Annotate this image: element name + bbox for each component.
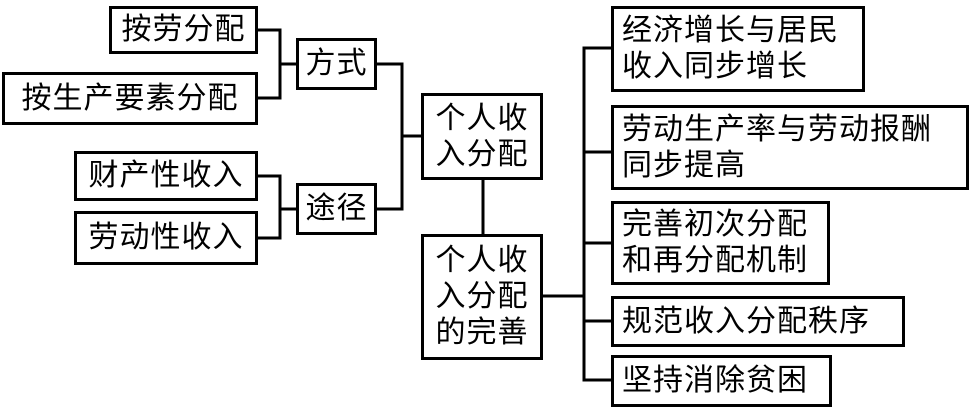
node-property-income: 财产性收入 [74, 151, 258, 201]
node-personal-income-distribution: 个人收 入分配 [421, 93, 543, 180]
node-label: 财产性收入 [88, 158, 244, 193]
node-label: 坚持消除贫困 [622, 363, 808, 398]
node-path: 途径 [296, 183, 377, 235]
node-label-line: 经济增长与居民 [622, 13, 839, 48]
node-distribution-improvement: 个人收 入分配 的完善 [421, 234, 543, 360]
node-label-line: 收入同步增长 [622, 49, 808, 84]
node-eliminate-poverty: 坚持消除贫困 [611, 355, 832, 407]
node-growth-sync: 经济增长与居民 收入同步增长 [611, 6, 865, 92]
node-label-line: 劳动生产率与劳动报酬 [622, 111, 932, 147]
node-label-line: 完善初次分配 [622, 207, 808, 242]
node-label-line: 个人收 [435, 100, 529, 136]
node-productivity-sync: 劳动生产率与劳动报酬 同步提高 [611, 105, 969, 190]
node-mechanism: 完善初次分配 和再分配机制 [611, 201, 830, 285]
node-distribution-by-labor: 按劳分配 [109, 6, 258, 54]
node-label-line: 同步提高 [622, 147, 746, 183]
node-label: 劳动性收入 [88, 220, 244, 255]
node-label-line: 入分配 [435, 136, 529, 172]
node-label: 按劳分配 [121, 12, 246, 47]
node-labor-income: 劳动性收入 [74, 211, 258, 265]
node-label: 规范收入分配秩序 [622, 304, 870, 339]
node-regulate-order: 规范收入分配秩序 [611, 296, 905, 347]
node-label: 方式 [305, 46, 368, 81]
node-label-line: 个人收 [435, 243, 529, 278]
node-label-line: 和再分配机制 [622, 243, 808, 278]
node-label-line: 入分配 [435, 279, 529, 314]
node-label-line: 的完善 [435, 315, 529, 350]
node-label: 途径 [305, 191, 368, 226]
node-distribution-by-factors: 按生产要素分配 [2, 72, 258, 125]
node-method: 方式 [296, 38, 377, 90]
node-label: 按生产要素分配 [21, 81, 239, 116]
